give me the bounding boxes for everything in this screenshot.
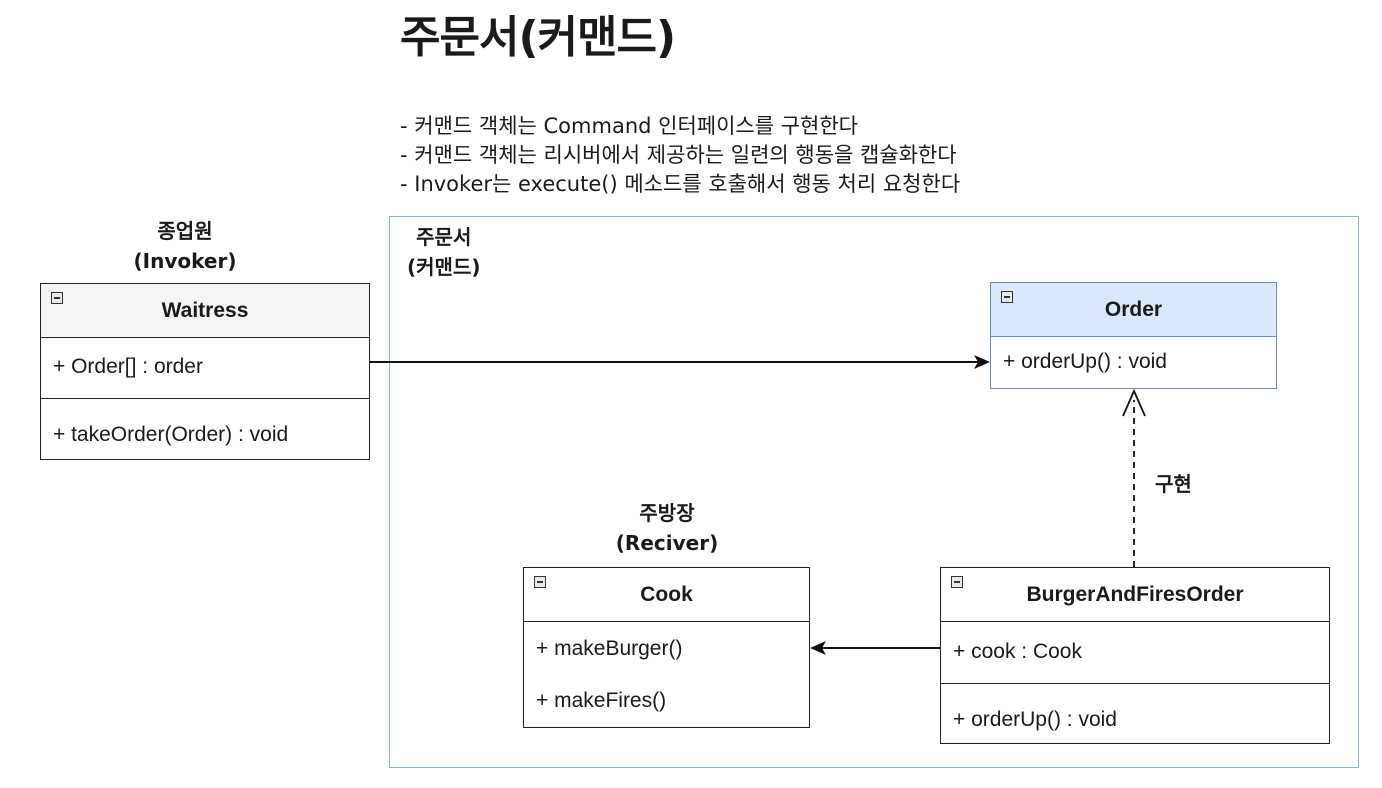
attributes-section: + Order[] : order — [41, 338, 369, 399]
class-header: BurgerAndFiresOrder — [941, 568, 1329, 622]
receiver-label: 주방장 (Reciver) — [615, 501, 719, 555]
package-label: 주문서 (커맨드) — [407, 225, 481, 279]
collapse-icon[interactable] — [534, 576, 546, 588]
realization-label: 구현 — [1155, 472, 1192, 496]
description-item: - 커맨드 객체는 리시버에서 제공하는 일련의 행동을 캡슐화한다 — [400, 143, 957, 167]
method: + orderUp() : void — [1003, 350, 1167, 373]
methods-section: + orderUp() : void — [991, 337, 1276, 387]
class-name: Order — [1104, 297, 1163, 321]
methods-section: + makeBurger() + makeFires() — [524, 622, 809, 726]
command-package-frame — [389, 216, 1359, 768]
methods-section: + orderUp() : void — [941, 684, 1329, 756]
class-order[interactable]: Order + orderUp() : void — [990, 282, 1277, 389]
class-cook[interactable]: Cook + makeBurger() + makeFires() — [523, 567, 810, 728]
method: + orderUp() : void — [953, 708, 1117, 731]
invoker-label: 종업원 (Invoker) — [133, 219, 237, 273]
method: + makeBurger() — [536, 637, 683, 660]
description-list: - 커맨드 객체는 Command 인터페이스를 구현한다 - 커맨드 객체는 … — [400, 112, 960, 199]
class-name: BurgerAndFiresOrder — [1026, 582, 1244, 606]
class-burger-and-fires-order[interactable]: BurgerAndFiresOrder + cook : Cook + orde… — [940, 567, 1330, 744]
description-item: - 커맨드 객체는 Command 인터페이스를 구현한다 — [400, 114, 859, 138]
class-header: Order — [991, 283, 1276, 337]
description-item: - Invoker는 execute() 메소드를 호출해서 행동 처리 요청한… — [400, 172, 961, 196]
attribute: + cook : Cook — [953, 640, 1082, 663]
collapse-icon[interactable] — [51, 292, 63, 304]
methods-section: + takeOrder(Order) : void — [41, 399, 369, 458]
diagram-title: 주문서(커맨드) — [400, 12, 676, 63]
arrow-head-icon — [810, 641, 826, 655]
collapse-icon[interactable] — [951, 576, 963, 588]
class-header: Cook — [524, 568, 809, 622]
arrow-head-icon — [974, 355, 990, 369]
method: + makeFires() — [536, 689, 667, 712]
collapse-icon[interactable] — [1001, 291, 1013, 303]
open-arrow-head-icon — [1122, 388, 1146, 417]
class-header: Waitress — [41, 284, 369, 338]
class-name: Waitress — [161, 298, 249, 322]
class-name: Cook — [640, 582, 693, 606]
attributes-section: + cook : Cook — [941, 622, 1329, 684]
class-waitress[interactable]: Waitress + Order[] : order + takeOrder(O… — [40, 283, 370, 460]
method: + takeOrder(Order) : void — [53, 423, 289, 446]
attribute: + Order[] : order — [53, 355, 203, 378]
